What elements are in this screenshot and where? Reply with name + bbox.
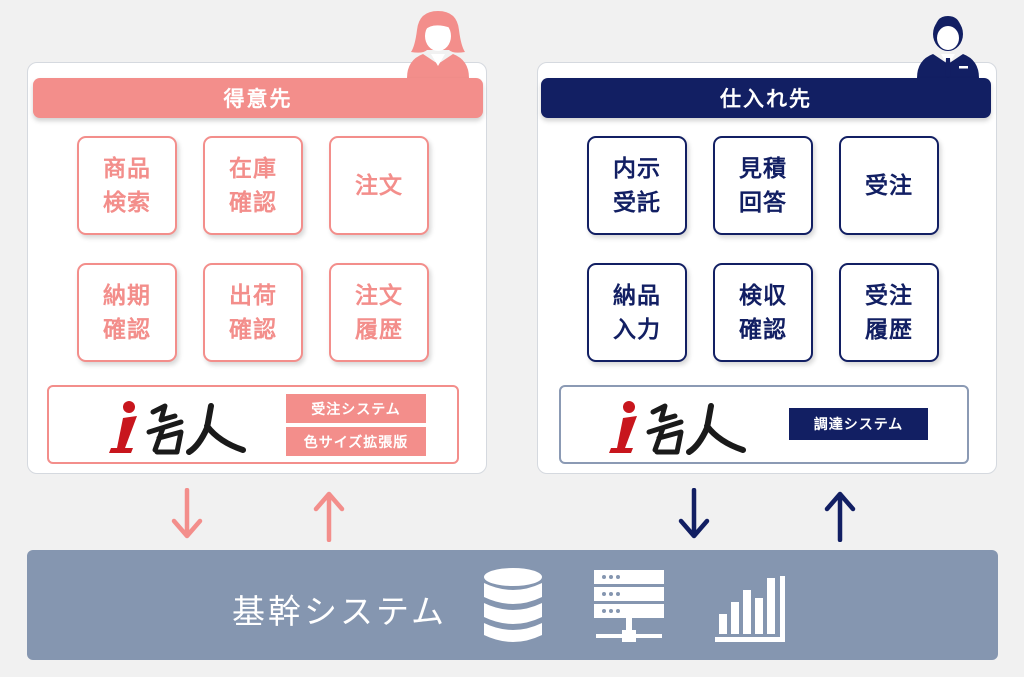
tile-order[interactable]: 注文 — [329, 136, 429, 235]
tile-receive-order[interactable]: 受注 — [839, 136, 939, 235]
arrow-down-icon — [171, 488, 203, 539]
customer-title: 得意先 — [223, 87, 293, 111]
core-system-label: 基幹システム — [232, 592, 448, 631]
woman-user-icon — [407, 11, 469, 78]
tile-quote-reply[interactable]: 見積 回答 — [713, 136, 813, 235]
tag-color-size-extended: 色サイズ拡張版 — [286, 427, 426, 456]
tile-shipment-check[interactable]: 出荷 確認 — [203, 263, 303, 362]
tile-order-history[interactable]: 注文 履歴 — [329, 263, 429, 362]
arrow-up-icon — [824, 491, 856, 542]
tile-inspection-check[interactable]: 検収 確認 — [713, 263, 813, 362]
tile-forecast-acceptance[interactable]: 内示 受託 — [587, 136, 687, 235]
tag-procurement-system: 調達システム — [789, 408, 928, 440]
meijin-logo-icon — [109, 401, 246, 455]
bar-chart-icon — [715, 576, 785, 642]
tag-order-system: 受注システム — [286, 394, 426, 423]
supplier-title: 仕入れ先 — [720, 87, 812, 111]
server-icon — [594, 570, 664, 642]
arrow-down-icon — [678, 488, 710, 539]
man-user-icon — [917, 16, 979, 78]
tile-delivery-input[interactable]: 納品 入力 — [587, 263, 687, 362]
database-icon — [484, 568, 542, 642]
supplier-header: 仕入れ先 — [541, 78, 991, 118]
tile-stock-check[interactable]: 在庫 確認 — [203, 136, 303, 235]
customer-header: 得意先 — [33, 78, 483, 118]
tile-product-search[interactable]: 商品 検索 — [77, 136, 177, 235]
arrow-up-icon — [313, 491, 345, 542]
tile-received-order-history[interactable]: 受注 履歴 — [839, 263, 939, 362]
meijin-logo-icon — [609, 401, 746, 455]
tile-delivery-date-check[interactable]: 納期 確認 — [77, 263, 177, 362]
